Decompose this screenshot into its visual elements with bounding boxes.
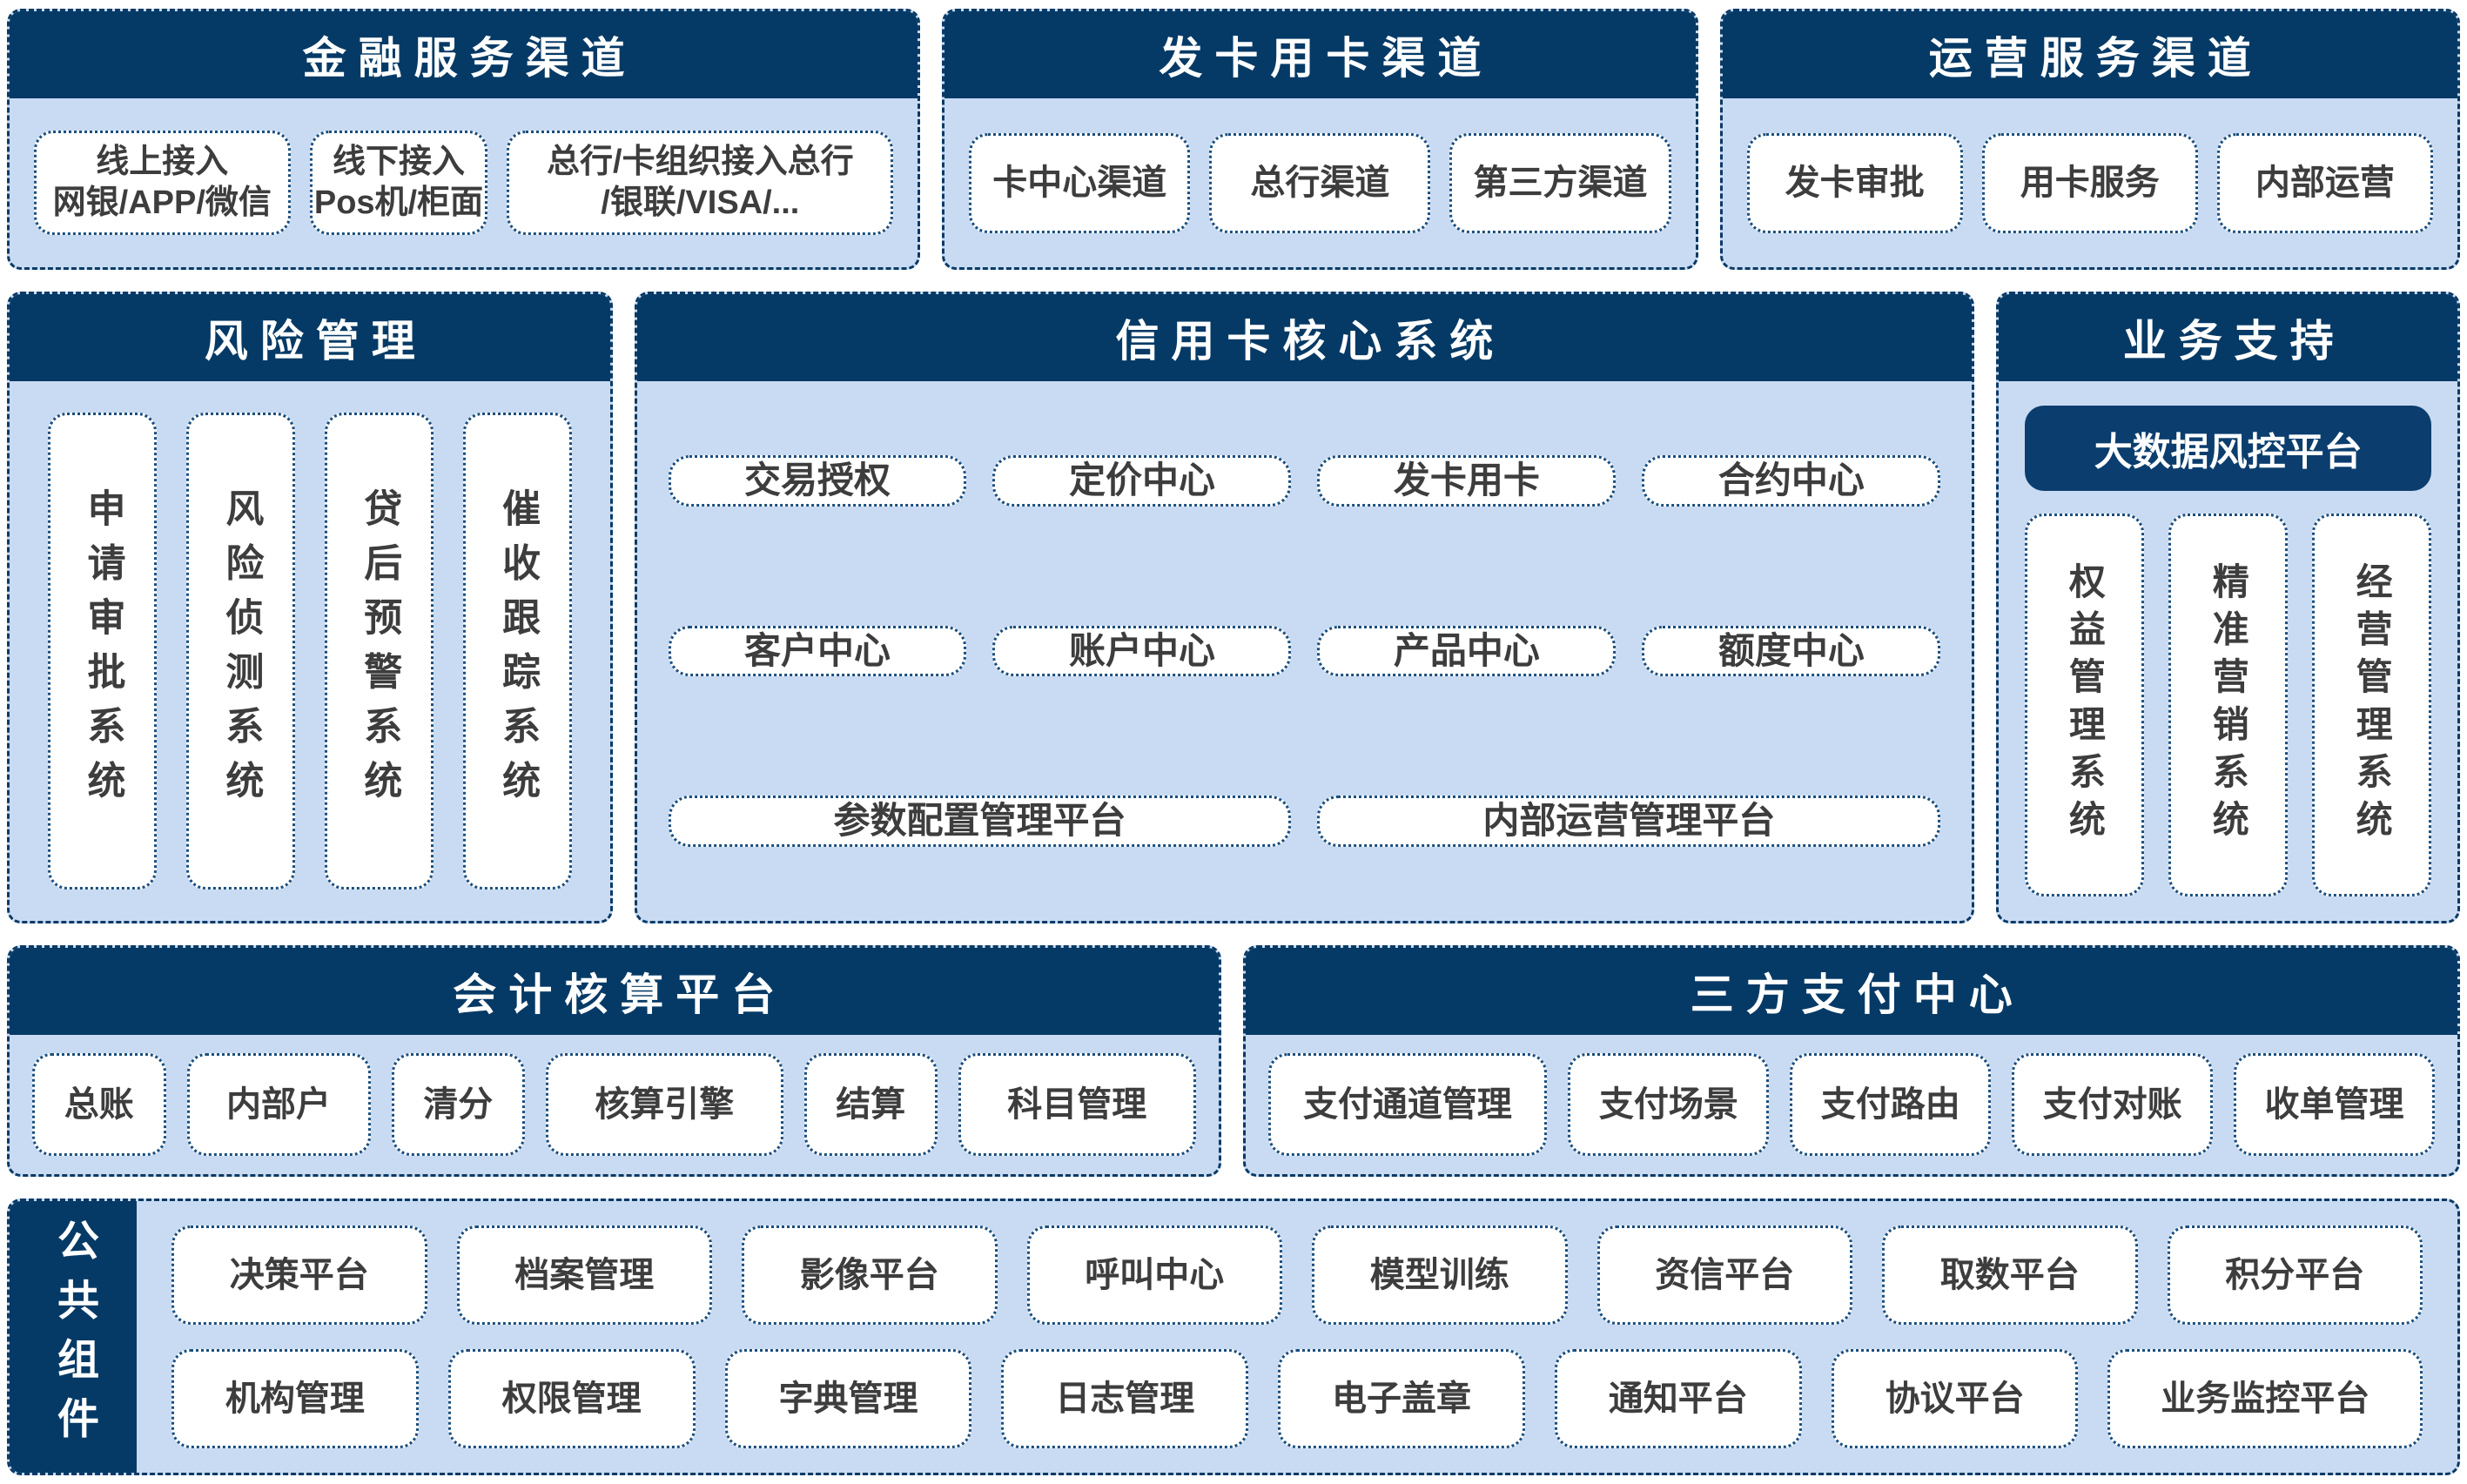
card-organization-management: 机构管理 [171,1349,419,1448]
card-business-monitoring-platform: 业务监控平台 [2107,1349,2423,1448]
card-internal-account: 内部户 [186,1053,371,1156]
operation-channels-body: 发卡审批 用卡服务 内部运营 [1723,98,2457,267]
card-post-loan-warning-system: 贷后预警系统 [324,413,434,890]
card-permission-management: 权限管理 [447,1349,696,1448]
payment-title: 三方支付中心 [1245,948,2457,1035]
card-decision-platform: 决策平台 [171,1225,427,1325]
section-credit-card-core-system: 信用卡核心系统 交易授权 定价中心 发卡用卡 合约中心 客户中心 账户中心 产品… [634,292,1975,923]
card-data-extraction-platform: 取数平台 [1882,1225,2138,1325]
card-call-center: 呼叫中心 [1026,1225,1282,1325]
section-third-party-payment-center: 三方支付中心 支付通道管理 支付场景 支付路由 支付对账 收单管理 [1242,945,2460,1177]
payment-body: 支付通道管理 支付场景 支付路由 支付对账 收单管理 [1246,1035,2458,1174]
financial-channels-title: 金融服务渠道 [10,11,918,98]
card-clearing: 清分 [391,1053,526,1156]
channels-row: 金融服务渠道 线上接入 网银/APP/微信 线下接入 Pos机/柜面 总行/卡组… [7,9,2460,270]
card-model-training: 模型训练 [1312,1225,1568,1325]
card-quota-center: 额度中心 [1642,625,1941,677]
card-line: 线下接入 [332,143,465,180]
financial-channels-body: 线上接入 网银/APP/微信 线下接入 Pos机/柜面 总行/卡组织接入总行 /… [10,98,918,267]
card-precision-marketing-system: 精准营销系统 [2168,514,2289,896]
card-settlement: 结算 [803,1053,938,1156]
card-line: Pos机/柜面 [313,185,484,221]
card-application-approval-system: 申请审批系统 [48,413,157,890]
section-common-components: 公共组件 决策平台 档案管理 影像平台 呼叫中心 模型训练 资信平台 取数平台 … [7,1199,2460,1475]
card-operation-management-system: 经营管理系统 [2312,514,2432,896]
section-accounting-platform: 会计核算平台 总账 内部户 清分 核算引擎 结算 科目管理 [7,945,1221,1177]
card-online-access: 线上接入 网银/APP/微信 [34,131,291,235]
section-financial-service-channels: 金融服务渠道 线上接入 网银/APP/微信 线下接入 Pos机/柜面 总行/卡组… [7,9,921,270]
card-electronic-seal: 电子盖章 [1278,1349,1525,1448]
card-head-office-channel: 总行渠道 [1209,132,1431,233]
common-components-row-2: 机构管理 权限管理 字典管理 日志管理 电子盖章 通知平台 协议平台 业务监控平… [171,1349,2423,1448]
section-business-support: 业务支持 大数据风控平台 权益管理系统 精准营销系统 经营管理系统 [1996,292,2460,923]
card-payment-scenario: 支付场景 [1568,1053,1770,1156]
card-collection-tracking-system: 催收跟踪系统 [462,413,572,890]
card-line: /银联/VISA/... [601,185,800,221]
card-customer-center: 客户中心 [668,625,967,677]
card-card-issuing-usage: 发卡用卡 [1317,455,1617,507]
card-issuing-approval: 发卡审批 [1746,132,1963,233]
card-subject-management: 科目管理 [958,1053,1196,1156]
card-accounting-engine: 核算引擎 [546,1053,783,1156]
card-internal-operation-platform: 内部运营管理平台 [1317,796,1941,847]
card-internal-operation: 内部运营 [2216,132,2433,233]
card-acquiring-management: 收单管理 [2234,1053,2435,1156]
section-operation-service-channels: 运营服务渠道 发卡审批 用卡服务 内部运营 [1719,9,2460,270]
card-payment-channel-management: 支付通道管理 [1267,1053,1548,1156]
section-risk-management: 风险管理 申请审批系统 风险侦测系统 贷后预警系统 催收跟踪系统 [7,292,613,923]
card-contract-center: 合约中心 [1642,455,1941,507]
section-card-issuing-channels: 发卡用卡渠道 卡中心渠道 总行渠道 第三方渠道 [942,9,1698,270]
core-system-body: 交易授权 定价中心 发卡用卡 合约中心 客户中心 账户中心 产品中心 额度中心 … [637,381,1973,921]
business-support-body: 大数据风控平台 权益管理系统 精准营销系统 经营管理系统 [1999,381,2457,921]
card-parameter-config-platform: 参数配置管理平台 [668,796,1292,847]
card-risk-detection-system: 风险侦测系统 [185,413,295,890]
card-pricing-center: 定价中心 [992,455,1292,507]
core-system-title: 信用卡核心系统 [636,294,1973,381]
card-channels-title: 发卡用卡渠道 [944,11,1696,98]
card-imaging-platform: 影像平台 [742,1225,998,1325]
card-credit-info-platform: 资信平台 [1596,1225,1852,1325]
card-account-center: 账户中心 [992,625,1292,677]
card-line: 总行/卡组织接入总行 [547,143,854,180]
card-offline-access: 线下接入 Pos机/柜面 [309,131,488,235]
card-third-party-channel: 第三方渠道 [1449,132,1671,233]
business-support-title: 业务支持 [1999,294,2457,381]
card-archive-management: 档案管理 [456,1225,712,1325]
common-components-body: 决策平台 档案管理 影像平台 呼叫中心 模型训练 资信平台 取数平台 积分平台 … [137,1201,2457,1473]
card-agreement-platform: 协议平台 [1831,1349,2079,1448]
card-product-center: 产品中心 [1317,625,1617,677]
operation-channels-title: 运营服务渠道 [1722,11,2457,98]
card-card-center-channel: 卡中心渠道 [969,132,1191,233]
card-channels-body: 卡中心渠道 总行渠道 第三方渠道 [944,98,1695,267]
card-big-data-risk-platform: 大数据风控平台 [2025,406,2431,491]
accounting-title: 会计核算平台 [10,948,1219,1035]
card-payment-reconciliation: 支付对账 [2012,1053,2214,1156]
common-components-row-1: 决策平台 档案管理 影像平台 呼叫中心 模型训练 资信平台 取数平台 积分平台 [171,1225,2423,1325]
business-support-cards: 权益管理系统 精准营销系统 经营管理系统 [2025,514,2432,896]
card-line: 线上接入 [96,143,229,180]
common-components-title: 公共组件 [10,1201,137,1473]
card-rights-management-system: 权益管理系统 [2025,514,2145,896]
card-payment-routing: 支付路由 [1790,1053,1992,1156]
card-points-platform: 积分平台 [2167,1225,2423,1325]
platform-row: 会计核算平台 总账 内部户 清分 核算引擎 结算 科目管理 三方支付中心 支付通… [7,945,2460,1177]
common-components-row: 公共组件 决策平台 档案管理 影像平台 呼叫中心 模型训练 资信平台 取数平台 … [7,1199,2460,1475]
accounting-body: 总账 内部户 清分 核算引擎 结算 科目管理 [10,1035,1219,1174]
core-row: 风险管理 申请审批系统 风险侦测系统 贷后预警系统 催收跟踪系统 信用卡核心系统… [7,292,2460,923]
card-log-management: 日志管理 [1001,1349,1249,1448]
card-headoffice-card-org-access: 总行/卡组织接入总行 /银联/VISA/... [507,131,894,235]
risk-management-title: 风险管理 [10,294,610,381]
card-usage-service: 用卡服务 [1981,132,2198,233]
card-line: 网银/APP/微信 [52,185,272,221]
card-general-ledger: 总账 [32,1053,166,1156]
card-notification-platform: 通知平台 [1554,1349,1802,1448]
risk-management-body: 申请审批系统 风险侦测系统 贷后预警系统 催收跟踪系统 [10,381,610,921]
card-transaction-authorization: 交易授权 [668,455,967,507]
card-dictionary-management: 字典管理 [724,1349,972,1448]
